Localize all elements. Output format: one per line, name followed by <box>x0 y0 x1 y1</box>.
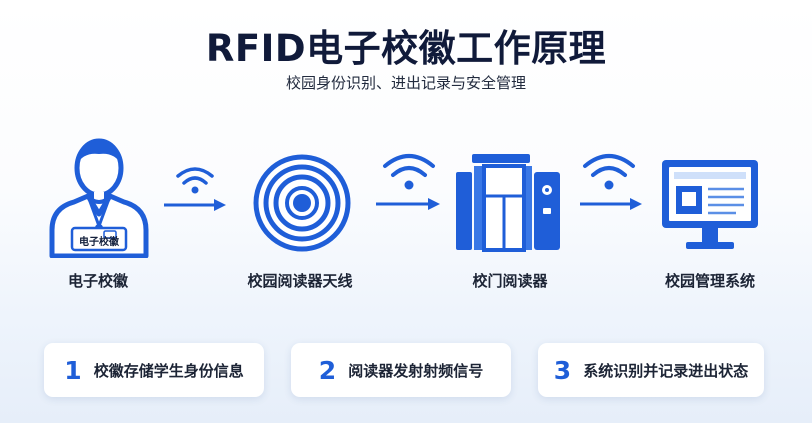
wifi-signal-icon <box>383 154 435 190</box>
reader-antenna-label: 校园阅读器天线 <box>247 272 353 290</box>
page-subtitle: 校园身份识别、进出记录与安全管理 <box>285 74 526 92</box>
wifi-signal-icon <box>176 167 214 194</box>
step-number: 2 <box>318 355 337 385</box>
gate-reader-icon <box>456 154 560 252</box>
step-card-2: 2 阅读器发射射频信号 <box>291 343 511 397</box>
page-title: RFID电子校徽工作原理 <box>205 27 607 70</box>
gate-reader-label: 校门阅读器 <box>472 272 548 290</box>
antenna-rings-icon <box>253 154 351 252</box>
badge-card-text: 电子校徽 <box>79 237 119 248</box>
flow-arrow-icon <box>376 198 440 210</box>
step-number: 3 <box>553 355 572 385</box>
step-text: 系统识别并记录进出状态 <box>583 361 749 380</box>
badge-label: 电子校徽 <box>67 272 128 290</box>
step-number: 1 <box>64 355 82 385</box>
step-card-3: 3 系统识别并记录进出状态 <box>538 343 764 397</box>
wifi-signal-icon <box>583 154 635 190</box>
step-text: 阅读器发射射频信号 <box>348 361 484 380</box>
step-text: 校徽存储学生身份信息 <box>93 361 244 380</box>
flow-arrow-icon <box>580 198 642 210</box>
monitor-icon <box>662 160 758 249</box>
student-badge-icon <box>49 138 149 258</box>
management-system-label: 校园管理系统 <box>664 272 755 290</box>
flow-arrow-icon <box>164 199 226 211</box>
step-card-1: 1 校徽存储学生身份信息 <box>44 343 264 397</box>
